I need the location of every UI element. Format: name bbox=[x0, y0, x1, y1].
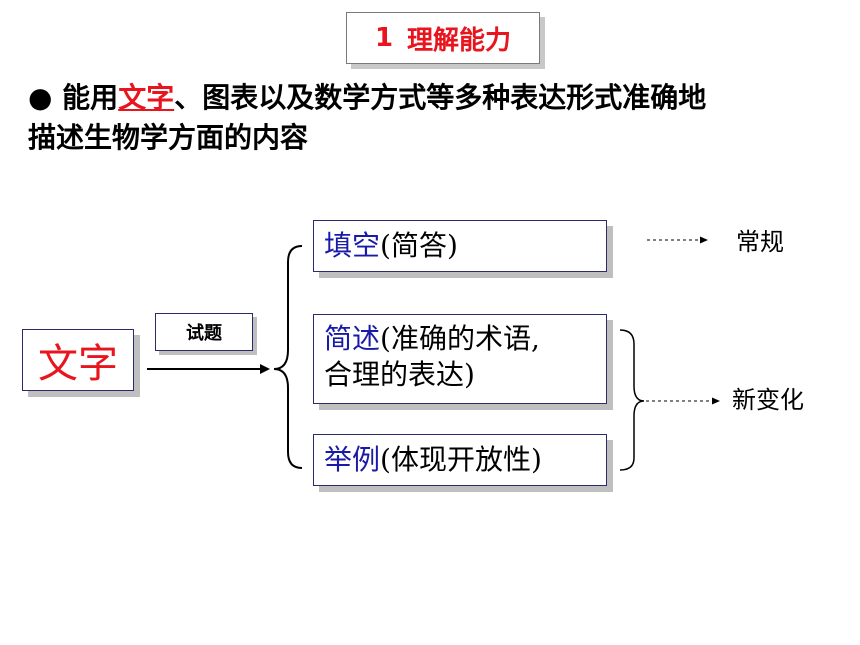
arrow-label-box: 试题 bbox=[155, 313, 253, 351]
bullet-point: ● 能用文字、图表以及数学方式等多种表达形式准确地 描述生物学方面的内容 bbox=[28, 78, 848, 158]
bullet-text-after: 、图表以及数学方式等多种表达形式准确地 bbox=[174, 81, 707, 114]
section-number: 1 bbox=[374, 23, 394, 53]
item-detail-line2: 合理的表达) bbox=[324, 358, 475, 391]
item-detail: (简答) bbox=[380, 229, 458, 262]
dashed-arrow-top-head bbox=[700, 236, 708, 244]
item-keyword: 填空 bbox=[324, 229, 381, 262]
bullet-text-before: 能用 bbox=[52, 81, 119, 114]
outcome-new-change: 新变化 bbox=[732, 386, 804, 414]
item-fill-blank: 填空(简答) bbox=[313, 220, 607, 272]
bullet-text-line2: 描述生物学方面的内容 bbox=[28, 121, 309, 154]
dashed-arrow-bottom-head bbox=[712, 397, 720, 405]
outcome-regular: 常规 bbox=[736, 228, 784, 256]
item-example: 举例(体现开放性) bbox=[313, 434, 607, 486]
section-title-text: 理解能力 bbox=[407, 25, 512, 56]
section-title: 1 理解能力 bbox=[346, 12, 540, 64]
source-box: 文字 bbox=[22, 329, 134, 391]
item-detail: (体现开放性) bbox=[380, 443, 542, 476]
main-arrow-head bbox=[260, 364, 270, 374]
right-brace bbox=[619, 329, 645, 471]
left-brace bbox=[273, 245, 303, 469]
bullet-highlight: 文字 bbox=[118, 81, 175, 114]
item-keyword: 简述 bbox=[324, 322, 381, 355]
bullet-marker-icon: ● bbox=[28, 81, 53, 114]
item-keyword: 举例 bbox=[324, 443, 381, 476]
item-brief-description: 简述(准确的术语, 合理的表达) bbox=[313, 314, 607, 404]
item-detail: (准确的术语, bbox=[380, 322, 540, 355]
